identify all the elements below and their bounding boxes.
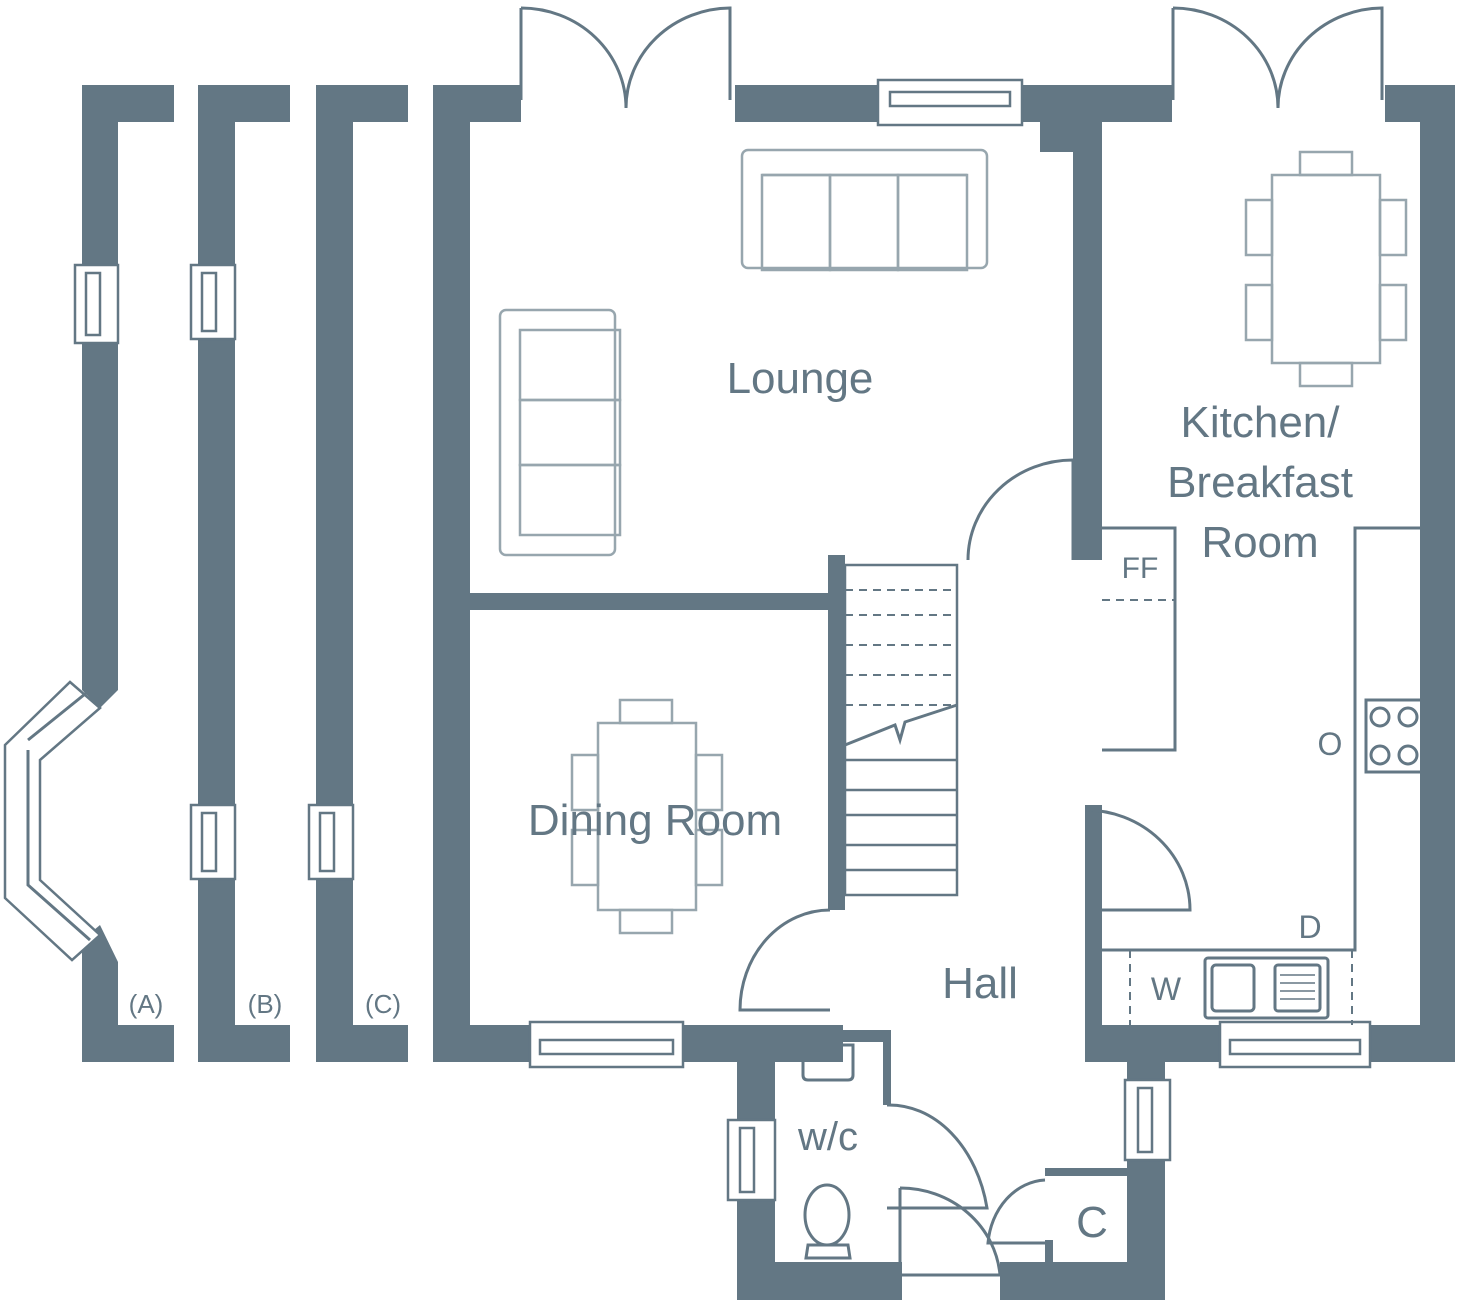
doors — [519, 6, 1384, 1277]
staircase — [843, 563, 959, 897]
bay-option-a-label: (A) — [129, 989, 164, 1019]
hall-label: Hall — [942, 959, 1018, 1008]
kitchen-label-line2: Breakfast — [1167, 458, 1353, 507]
oven-label: O — [1318, 726, 1343, 762]
bay-option-b-label: (B) — [248, 989, 283, 1019]
fridge-freezer-label: FF — [1122, 552, 1159, 585]
bay-option-a — [3, 85, 174, 1062]
cupboard-label: C — [1076, 1198, 1108, 1247]
furniture — [498, 148, 1408, 935]
wc-fittings — [801, 1043, 855, 1260]
kitchen-label-line1: Kitchen/ — [1181, 398, 1341, 447]
bay-option-c — [307, 85, 408, 1062]
lounge-label: Lounge — [727, 354, 874, 403]
wc-label: w/c — [797, 1115, 858, 1159]
bay-option-c-label: (C) — [365, 989, 401, 1019]
washer-label: W — [1151, 971, 1182, 1007]
windows — [528, 78, 1372, 1202]
bay-option-b — [189, 85, 290, 1062]
kitchen-label-line3: Room — [1201, 518, 1318, 567]
kitchen-units — [1102, 526, 1428, 1025]
dining-room-label: Dining Room — [528, 796, 782, 845]
dishwasher-label: D — [1298, 909, 1321, 945]
